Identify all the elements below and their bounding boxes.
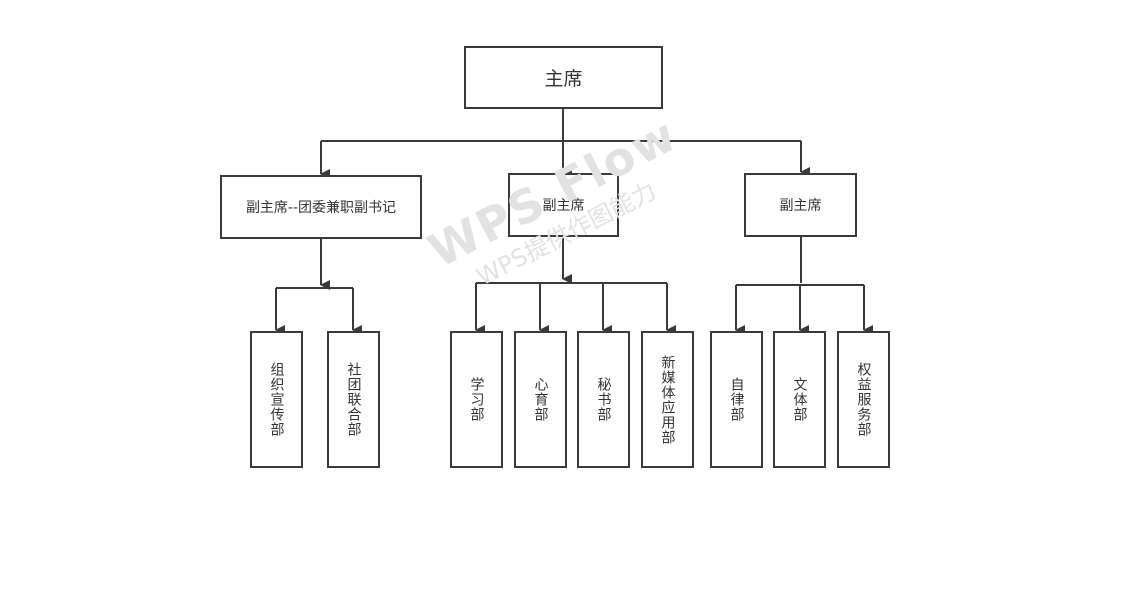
leaf-node-3-3: 权益服务部 <box>837 331 890 468</box>
leaf-node-2-2: 心育部 <box>514 331 567 468</box>
branch-node-3: 副主席 <box>744 173 857 237</box>
branch-node-1: 副主席--团委兼职副书记 <box>220 175 422 239</box>
leaf-label-1-1: 组织宣传部 <box>268 362 285 437</box>
leaf-label-3-2: 文体部 <box>791 377 808 422</box>
leaf-label-2-2: 心育部 <box>532 377 549 422</box>
leaf-label-3-3: 权益服务部 <box>855 362 872 437</box>
leaf-node-2-4: 新媒体应用部 <box>641 331 694 468</box>
branch-label-1: 副主席--团委兼职副书记 <box>245 200 397 216</box>
leaf-label-2-1: 学习部 <box>468 377 485 422</box>
branch-label-2: 副主席 <box>542 198 585 214</box>
root-label: 主席 <box>544 68 583 90</box>
leaf-node-2-1: 学习部 <box>450 331 503 468</box>
leaf-label-2-3: 秘书部 <box>595 377 612 422</box>
branch-label-3: 副主席 <box>779 198 822 214</box>
leaf-node-1-2: 社团联合部 <box>327 331 380 468</box>
leaf-label-1-2: 社团联合部 <box>345 362 362 437</box>
branch-node-2: 副主席 <box>508 173 619 237</box>
leaf-node-1-1: 组织宣传部 <box>250 331 303 468</box>
leaf-node-3-2: 文体部 <box>773 331 826 468</box>
leaf-node-3-1: 自律部 <box>710 331 763 468</box>
leaf-label-2-4: 新媒体应用部 <box>659 354 676 445</box>
leaf-node-2-3: 秘书部 <box>577 331 630 468</box>
root-node: 主席 <box>464 46 663 109</box>
leaf-label-3-1: 自律部 <box>728 377 745 422</box>
